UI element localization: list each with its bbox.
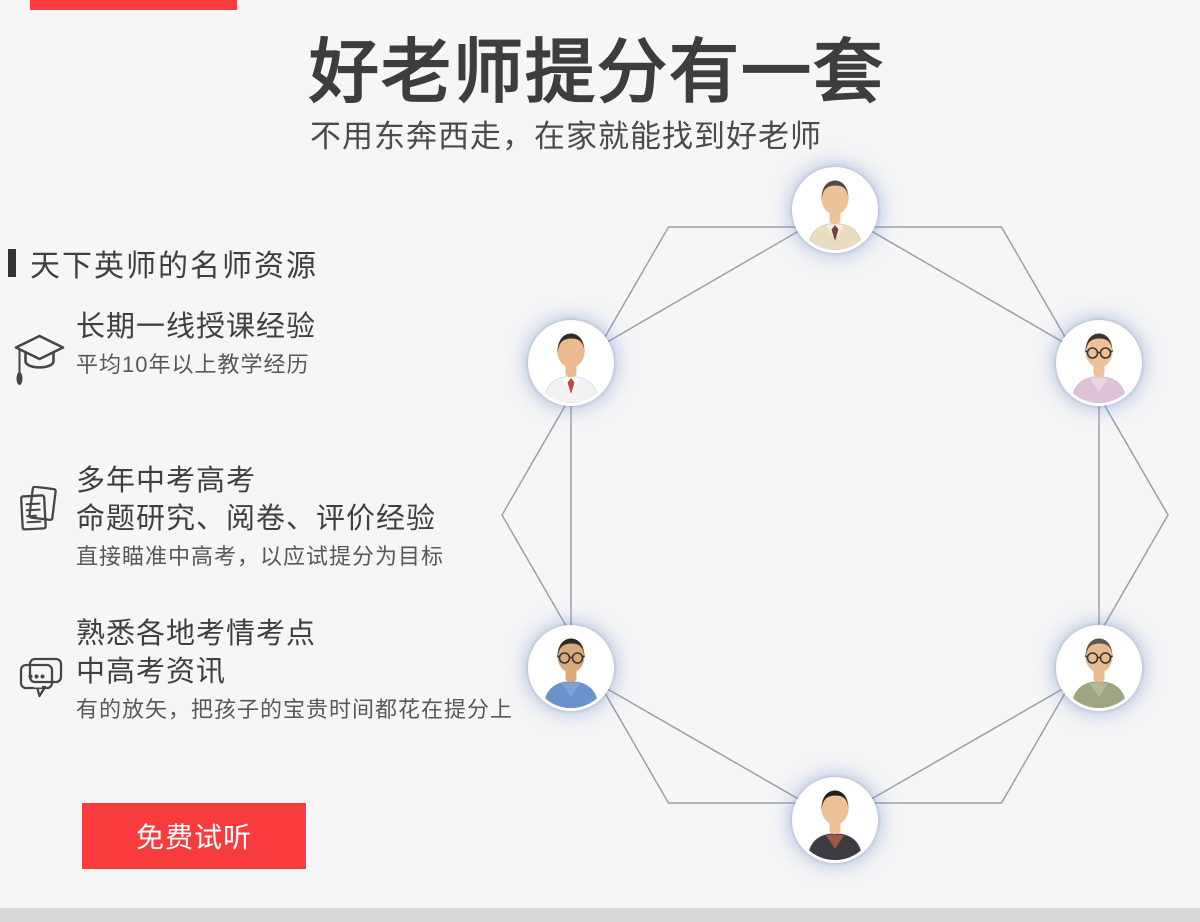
top-red-strip: [30, 0, 237, 10]
teacher-avatar: [531, 628, 611, 708]
page-subtitle: 不用东奔西走，在家就能找到好老师: [310, 119, 822, 154]
teacher-avatar: [795, 780, 875, 860]
bottom-bar: [0, 908, 1200, 922]
graduation-cap-icon: [13, 332, 66, 390]
teacher-avatar: [1059, 628, 1139, 708]
feature-exam-research: 多年中考高考 命题研究、阅卷、评价经验 直接瞄准中高考，以应试提分为目标: [0, 462, 520, 572]
teacher-photo-upper-left: [528, 320, 614, 406]
teacher-photo-bottom: [792, 777, 878, 863]
feature-teaching-experience: 长期一线授课经验 平均10年以上教学经历: [0, 308, 520, 385]
feature-description: 平均10年以上教学经历: [76, 352, 310, 377]
teacher-photo-upper-right: [1056, 320, 1142, 406]
section-header: 天下英师的名师资源: [8, 241, 318, 285]
feature-title: 熟悉各地考情考点: [76, 618, 317, 650]
feature-description: 直接瞄准中高考，以应试提分为目标: [76, 544, 445, 569]
feature-title: 多年中考高考: [76, 465, 257, 497]
feature-exam-info: 熟悉各地考情考点 中高考资讯 有的放矢，把孩子的宝贵时间都花在提分上: [0, 615, 520, 725]
feature-description: 有的放矢，把孩子的宝贵时间都花在提分上: [76, 697, 514, 722]
teacher-photo-top: [792, 167, 878, 253]
teacher-avatar: [531, 323, 611, 403]
documents-icon: [18, 486, 64, 534]
free-trial-button[interactable]: 免费试听: [82, 803, 306, 869]
teacher-photo-lower-right: [1056, 625, 1142, 711]
hexagon-rotated: [501, 226, 1169, 804]
teacher-avatar: [795, 170, 875, 250]
hexagon-photos: [570, 209, 1100, 821]
feature-title-line2: 命题研究、阅卷、评价经验: [76, 503, 437, 535]
chat-bubble-icon: [18, 656, 64, 701]
feature-title-line2: 中高考资讯: [76, 656, 227, 688]
feature-title: 长期一线授课经验: [76, 311, 317, 343]
page-title: 好老师提分有一套: [309, 33, 885, 111]
teacher-avatar: [1059, 323, 1139, 403]
section-accent-bar: [8, 249, 16, 277]
section-title: 天下英师的名师资源: [30, 250, 318, 283]
teacher-photo-lower-left: [528, 625, 614, 711]
